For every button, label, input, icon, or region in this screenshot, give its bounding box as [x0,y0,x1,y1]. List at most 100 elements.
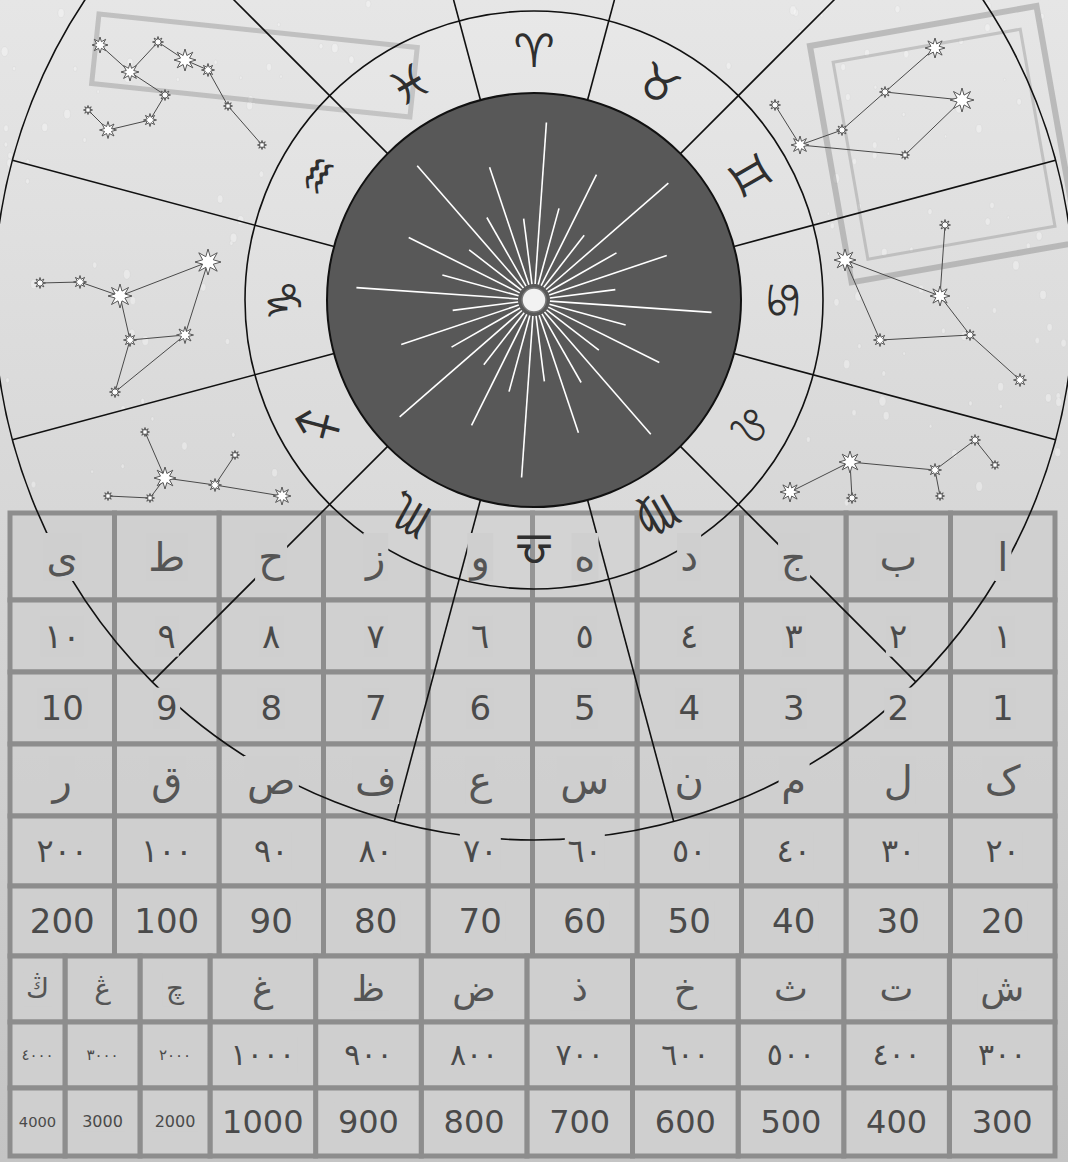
constellation [84,37,267,150]
table-cell-frame [140,956,210,1022]
star [104,492,113,501]
table-cell: 7 [362,688,390,729]
table-cell-frame [949,1088,1055,1156]
table-cell-frame [140,1022,210,1088]
table-cell: 30 [874,901,923,942]
table-cell-frame [533,672,638,744]
sun-ray [487,218,526,287]
table-cell-frame [951,672,1056,744]
table-cell: ٧ [364,616,388,657]
star [258,141,267,150]
star [108,284,132,308]
star [780,482,800,502]
zodiac-sign: ♐ [285,392,353,455]
table-cell: ص [244,756,298,804]
table-cell-frame [846,513,951,600]
table-cell-frame [65,1088,140,1156]
table-cell: و [468,533,493,581]
sector-divider [680,0,915,154]
star [153,37,164,48]
star [936,492,945,501]
rain-drop [4,142,7,147]
table-cell: ٩ [155,616,179,657]
constellation [780,435,1000,504]
rain-drop [944,135,946,138]
wheel [0,0,1068,840]
table-cell: ع [465,756,495,804]
rain-drop [830,223,834,229]
table-cell: ر [50,756,75,804]
star [35,278,46,289]
table-cell-frame [219,886,324,956]
constellation [770,38,975,160]
table-cell-frame [951,816,1056,886]
rain-drop [349,56,354,64]
table-cell: ٧٠ [460,832,500,870]
table-cell: س [557,756,612,804]
table-cell: ٥٠٠ [764,1037,818,1073]
sun-ray [400,310,522,416]
table-cell-frame [533,744,638,816]
star [991,461,1000,470]
table-cell: 4 [675,688,703,729]
sun-ray [509,315,530,391]
table-cell: 6 [466,688,494,729]
constellation-line [115,340,130,392]
constellation-line [800,130,842,145]
table-cell: 20 [978,901,1027,942]
table-cell-frame [527,1022,633,1088]
table-cell-frame [949,956,1055,1022]
table-cell: ٣٠٠ [975,1037,1029,1073]
table-cell: ف [352,756,399,804]
table-cell-frame [428,816,533,886]
rain-drop [858,344,861,349]
table-cell-frame [210,956,316,1022]
table-cell-frame [10,600,115,672]
table-cell: م [778,756,809,804]
table-cell: ٦٠٠ [658,1037,712,1073]
star [177,327,194,344]
table-cell-frame [65,1022,140,1088]
table-cell: ج [778,533,810,581]
table-cell: 500 [757,1103,824,1141]
table-cell-frame [10,1088,65,1156]
table-cell: 60 [560,901,609,942]
sector-divider [734,354,1056,440]
rain-drop [902,112,905,116]
table-cell: خ [671,967,700,1010]
rain-drop [130,297,136,305]
star [1014,374,1027,387]
star [110,387,121,398]
table-cell-frame [633,1022,739,1088]
table-cell: ٤٠ [774,832,814,870]
star [141,428,150,437]
rain-drop [726,62,731,69]
table-cell-frame [316,1022,422,1088]
rain-drop [176,77,179,81]
rain-drop [790,6,796,15]
constellation-line [970,335,1020,380]
table-cell: ٣٠ [878,832,918,870]
table-cell: ه [571,533,598,581]
rain-drop [992,308,996,314]
table-cell: ٦ [468,616,492,657]
constellation-line [108,120,150,130]
sun-ray [524,219,532,284]
constellation-line [845,260,940,296]
table-cell-frame [742,672,847,744]
table-cell-frame [65,956,140,1022]
star [965,330,976,341]
table-cell-frame [115,744,220,816]
rain-drop [806,437,810,443]
table-cell-frame [316,956,422,1022]
table-cell: ا [994,533,1011,581]
sun-ray [538,208,559,284]
table-cell: 2 [884,688,912,729]
sector-divider [12,160,334,246]
rain-drop [266,63,271,71]
rain-drop [852,158,856,164]
table-cell-frame [421,956,527,1022]
table-cell-frame [324,672,429,744]
star [174,49,196,71]
